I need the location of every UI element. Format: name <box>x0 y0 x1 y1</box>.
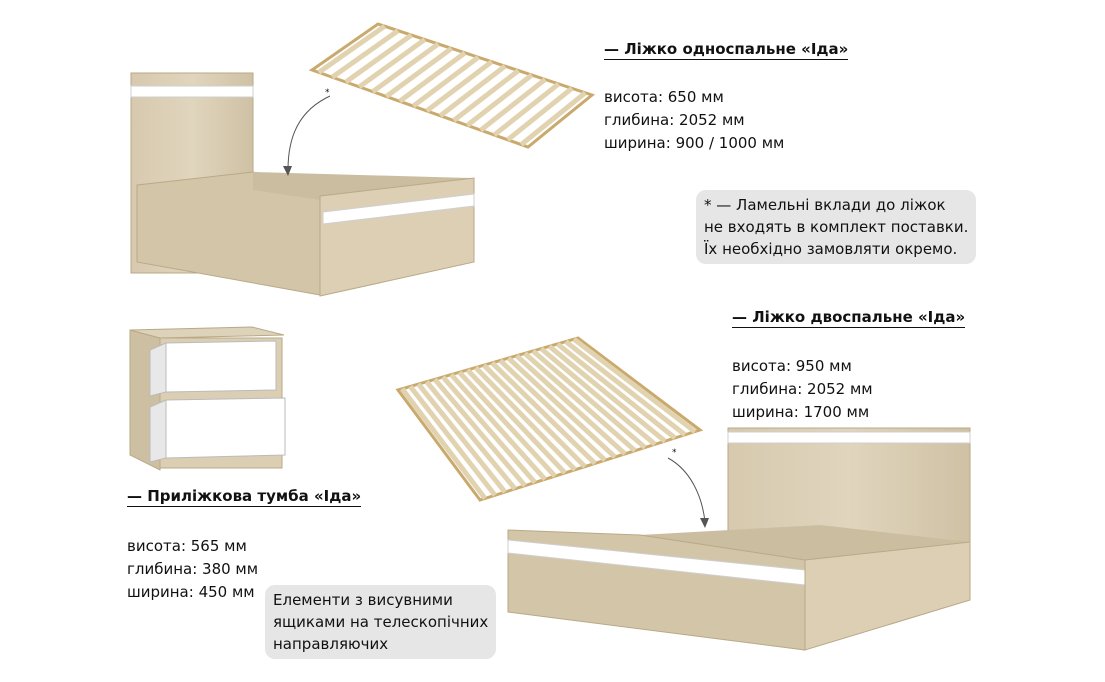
drawers-note-line-3: направляючих <box>273 635 389 653</box>
double-slat-6 <box>441 375 537 485</box>
single-slat-15 <box>506 86 574 142</box>
double-slat-10 <box>473 365 577 472</box>
single-slat-8 <box>411 55 480 109</box>
double-slat-8 <box>457 370 557 478</box>
double-slat-15 <box>514 353 627 456</box>
nightstand-width: ширина: 450 мм <box>127 583 255 601</box>
nightstand-specs: висота: 565 мм глибина: 380 мм ширина: 4… <box>127 535 258 604</box>
single-slat-16 <box>519 90 587 147</box>
single-bed-specs: висота: 650 мм глибина: 2052 мм ширина: … <box>604 86 784 155</box>
drawers-note: Елементи з висувними ящиками на телескоп… <box>265 585 497 659</box>
nightstand-title: — Приліжкова тумба «Іда» <box>127 487 362 507</box>
slats-note: * — Ламельні вклади до ліжок не входять … <box>696 190 977 264</box>
single-slat-7 <box>398 50 467 104</box>
slats-note-line-3: Їх необхідно замовляти окремо. <box>704 240 958 258</box>
single-slat-5 <box>371 41 440 94</box>
double-slat-9 <box>465 368 567 475</box>
double-slat-11 <box>482 363 587 469</box>
single-slat-6 <box>384 46 454 99</box>
slats-note-line-1: * — Ламельні вклади до ліжок <box>704 196 946 214</box>
single-slat-12 <box>465 73 534 128</box>
double-slat-14 <box>506 356 617 459</box>
double-slats-marker: * <box>672 448 677 458</box>
double-bed-depth: глибина: 2052 мм <box>732 380 873 398</box>
double-slat-21 <box>564 339 687 437</box>
double-slat-22 <box>572 337 697 434</box>
drawers-note-line-1: Елементи з висувними <box>273 591 453 609</box>
single-bed-height: висота: 650 мм <box>604 88 724 106</box>
single-bed-title: — Ліжко односпальне «Іда» <box>604 40 849 60</box>
double-slat-2 <box>408 384 497 497</box>
double-slat-17 <box>531 349 647 450</box>
single-slat-2 <box>330 28 400 80</box>
nightstand-height: висота: 565 мм <box>127 537 247 555</box>
slats-note-line-2: не входять в комплект поставки. <box>704 218 969 236</box>
single-slat-1 <box>317 24 387 75</box>
double-bed-title: — Ліжко двоспальне «Іда» <box>732 308 966 328</box>
single-slats-marker: * <box>325 88 330 98</box>
double-slat-13 <box>498 358 607 463</box>
single-slat-13 <box>479 77 547 133</box>
single-slat-14 <box>492 81 561 137</box>
single-slat-10 <box>438 64 507 118</box>
double-slat-16 <box>523 351 637 453</box>
double-slat-1 <box>400 387 487 500</box>
double-slat-5 <box>432 377 527 488</box>
single-slat-4 <box>357 37 427 89</box>
double-slat-12 <box>490 361 597 466</box>
double-bed-specs: висота: 950 мм глибина: 2052 мм ширина: … <box>732 355 873 424</box>
single-bed-depth: глибина: 2052 мм <box>604 111 745 129</box>
double-slat-4 <box>424 380 517 491</box>
nightstand-depth: глибина: 380 мм <box>127 560 259 578</box>
single-slat-9 <box>425 59 494 113</box>
single-slat-11 <box>452 68 520 123</box>
double-slat-3 <box>416 382 507 494</box>
single-bed-width: ширина: 900 / 1000 мм <box>604 134 785 152</box>
double-bed-width: ширина: 1700 мм <box>732 403 870 421</box>
double-slat-19 <box>547 344 667 444</box>
double-slat-7 <box>449 372 547 481</box>
drawers-note-line-2: ящиками на телескопічних <box>273 613 489 631</box>
double-bed-height: висота: 950 мм <box>732 357 852 375</box>
single-slat-3 <box>344 33 413 85</box>
double-slat-20 <box>555 341 677 440</box>
double-slat-18 <box>539 346 657 447</box>
